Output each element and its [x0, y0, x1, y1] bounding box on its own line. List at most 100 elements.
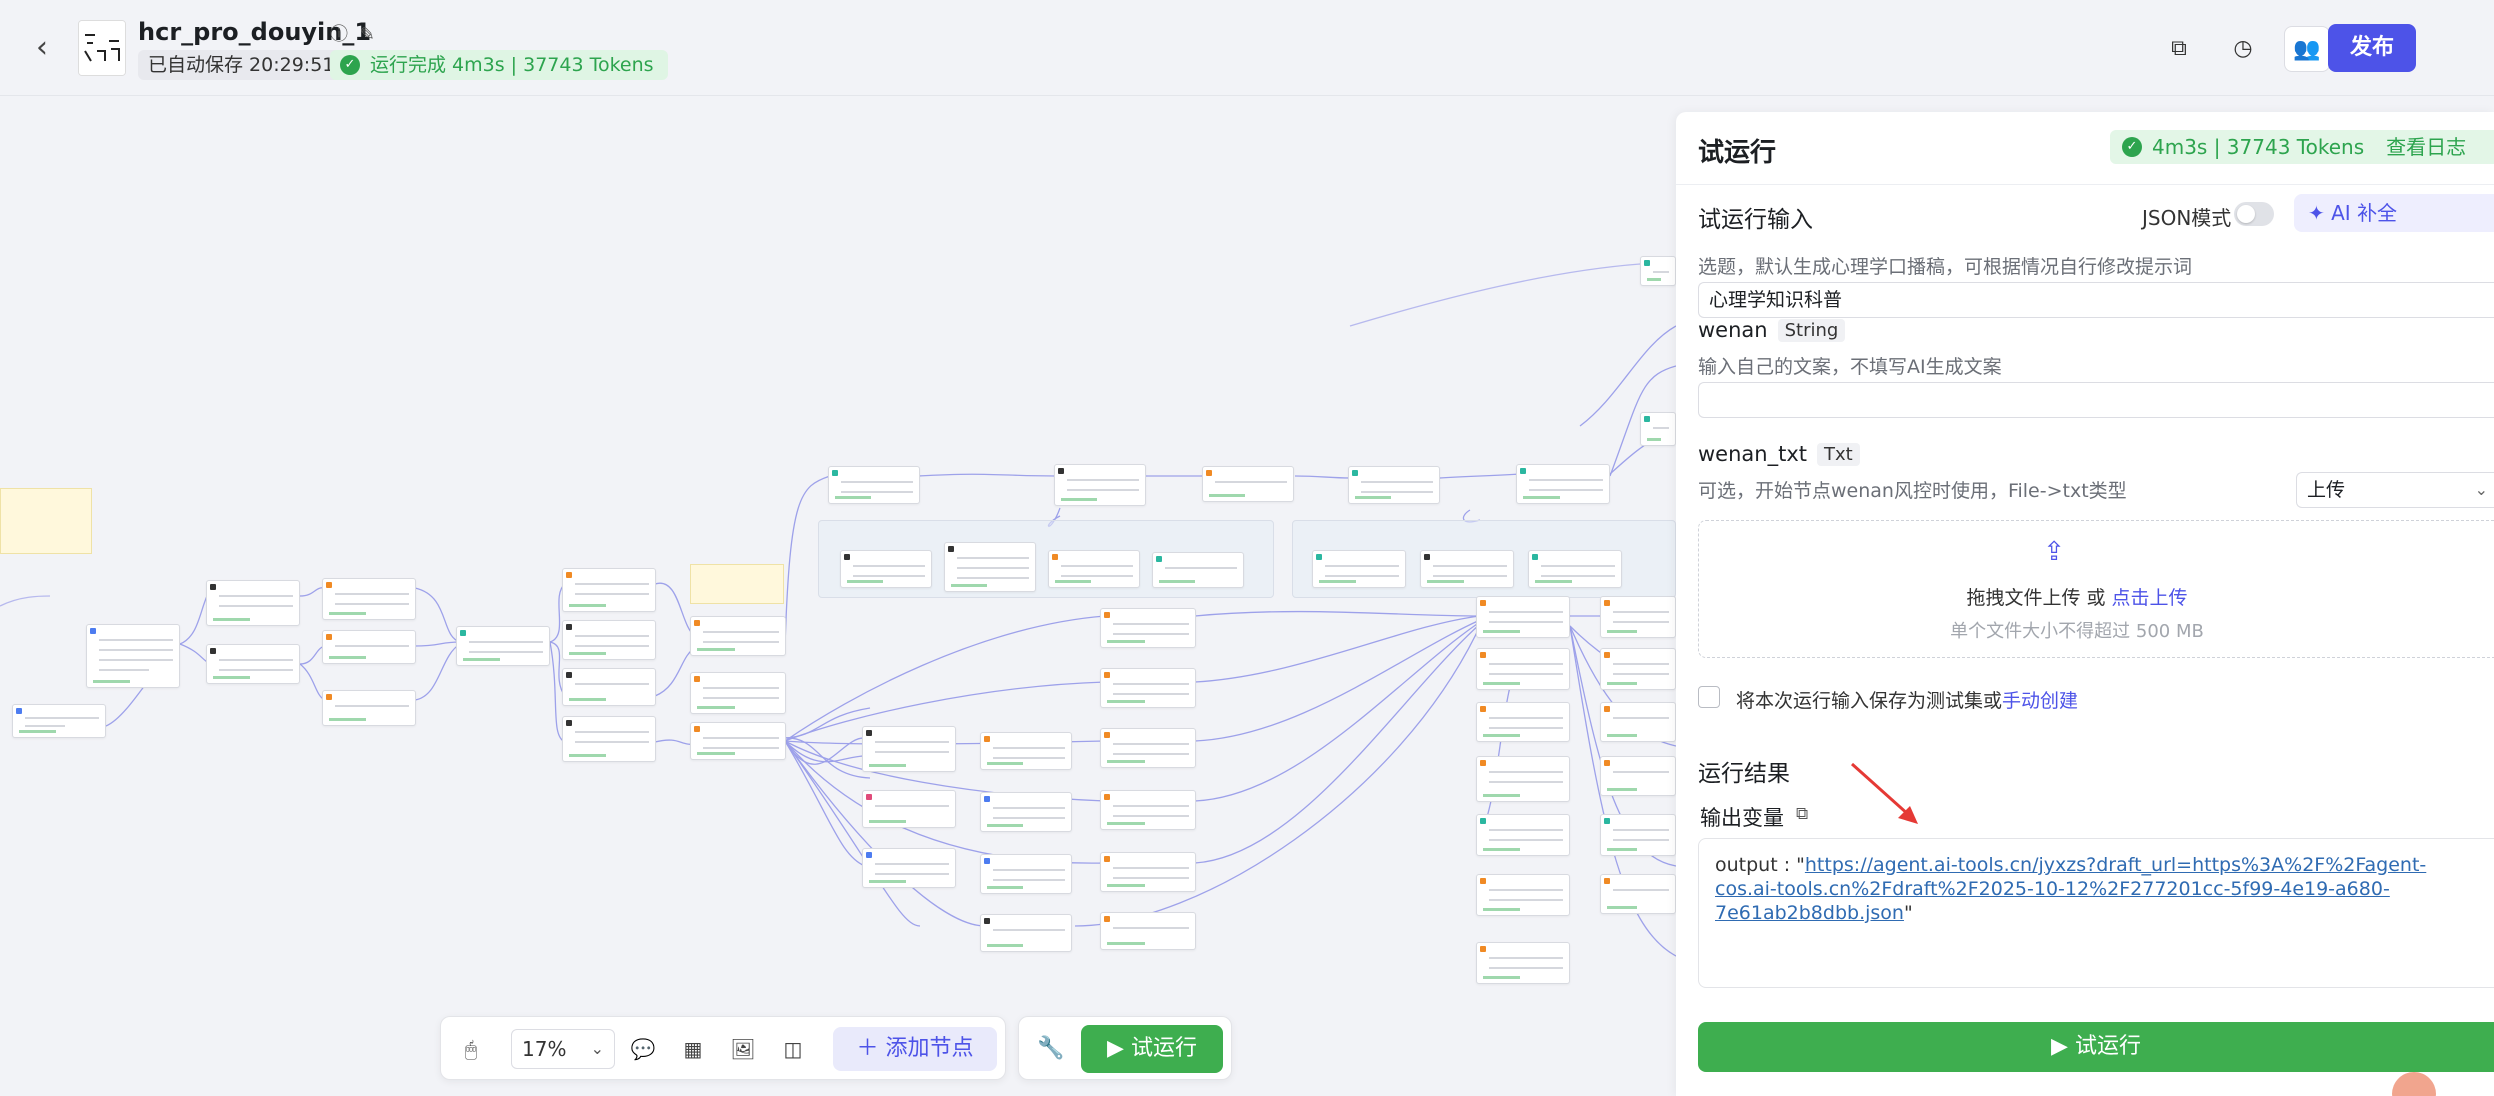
users-icon[interactable]: 👥	[2284, 26, 2330, 72]
workflow-node[interactable]	[690, 616, 786, 656]
workflow-node[interactable]	[1100, 790, 1196, 830]
json-mode-toggle[interactable]	[2234, 202, 2274, 226]
workflow-node[interactable]	[1048, 550, 1140, 588]
workflow-node[interactable]	[562, 568, 656, 612]
mouse-icon[interactable]: 🖱	[465, 1037, 477, 1061]
workflow-node[interactable]	[1476, 756, 1570, 802]
workflow-node[interactable]	[980, 914, 1072, 952]
workflow-node[interactable]	[322, 630, 416, 664]
add-node-label: 添加节点	[885, 1036, 974, 1061]
workflow-node[interactable]	[1100, 912, 1196, 950]
output-key: output : "	[1715, 854, 1805, 876]
wenan-input[interactable]	[1698, 382, 2494, 418]
output-url-link[interactable]: https://agent.ai-tools.cn/jyxzs?draft_ur…	[1715, 854, 2427, 924]
workflow-node[interactable]	[1100, 728, 1196, 768]
upload-mode-select[interactable]: 上传 ⌄	[2296, 472, 2494, 508]
workflow-node[interactable]	[1476, 648, 1570, 690]
check-circle-icon: ✓	[2122, 137, 2142, 157]
workflow-node[interactable]	[1600, 756, 1676, 796]
workflow-node[interactable]	[206, 580, 300, 626]
comment-icon[interactable]: 💬	[630, 1037, 656, 1061]
workflow-node[interactable]	[690, 722, 786, 760]
workflow-node[interactable]	[1476, 874, 1570, 916]
info-icon[interactable]: ⓘ	[330, 24, 348, 45]
workflow-node[interactable]	[1516, 464, 1610, 504]
workflow-node[interactable]	[1600, 874, 1676, 914]
workflow-node[interactable]	[862, 848, 956, 888]
workflow-node[interactable]	[86, 624, 180, 688]
file-upload-dropzone[interactable]: ⇪ 拖拽文件上传 或 点击上传 单个文件大小不得超过 500 MB	[1698, 520, 2494, 658]
workflow-node[interactable]	[828, 466, 920, 504]
workflow-node[interactable]	[980, 854, 1072, 894]
workflow-node[interactable]	[1100, 852, 1196, 892]
workflow-node[interactable]	[1528, 550, 1622, 588]
edit-icon[interactable]: ✎	[359, 24, 375, 45]
workflow-node[interactable]	[1420, 550, 1514, 588]
workflow-node[interactable]	[562, 716, 656, 762]
workflow-node[interactable]	[1600, 702, 1676, 742]
workflow-node[interactable]	[1476, 942, 1570, 984]
workflow-node[interactable]	[980, 732, 1072, 770]
minimap-icon[interactable]: ◫	[783, 1037, 803, 1061]
topic-input[interactable]: 心理学知识科普	[1698, 282, 2494, 318]
workflow-node[interactable]	[1100, 608, 1196, 648]
start-node[interactable]	[12, 704, 106, 738]
note-card[interactable]	[690, 564, 784, 604]
json-mode-label: JSON模式	[2142, 206, 2232, 230]
chevron-down-icon: ⌄	[590, 1039, 604, 1058]
add-node-button[interactable]: ＋ 添加节点	[833, 1027, 997, 1071]
view-log-link[interactable]: 查看日志	[2386, 135, 2467, 159]
workflow-node[interactable]	[690, 672, 786, 714]
ai-fill-button[interactable]: ✦ AI 补全	[2294, 194, 2494, 232]
workflow-node[interactable]	[1600, 814, 1676, 856]
workflow-node[interactable]	[562, 620, 656, 660]
workflow-node[interactable]	[840, 550, 932, 588]
copy-icon[interactable]: ⧉	[1796, 804, 1809, 824]
workflow-node[interactable]	[1476, 814, 1570, 856]
panel-run-button[interactable]: ▶ 试运行	[1698, 1022, 2494, 1072]
workflow-node[interactable]	[1312, 550, 1406, 588]
workflow-node[interactable]	[1100, 668, 1196, 708]
chevron-left-icon[interactable]: ‹	[36, 30, 48, 65]
wenan-txt-type-tag: Txt	[1816, 442, 1860, 466]
wrench-icon[interactable]: 🔧	[1037, 1036, 1065, 1061]
copy-icon[interactable]: ⧉	[2171, 36, 2187, 61]
workflow-node[interactable]	[1054, 464, 1146, 506]
canvas-run-label: 试运行	[1130, 1036, 1197, 1061]
manual-create-link[interactable]: 手动创建	[2002, 690, 2079, 712]
canvas-run-button[interactable]: ▶ 试运行	[1081, 1025, 1223, 1073]
publish-button[interactable]: 发布	[2328, 24, 2416, 72]
workflow-node[interactable]	[1600, 648, 1676, 690]
workflow-canvas[interactable]	[0, 96, 1676, 1096]
image-icon[interactable]: 🖼	[730, 1037, 756, 1061]
workflow-node[interactable]	[1476, 596, 1570, 638]
wenan-txt-variable: wenan_txt Txt	[1698, 442, 1860, 466]
workflow-node[interactable]	[944, 542, 1036, 592]
workflow-node[interactable]	[1202, 466, 1294, 502]
workflow-node[interactable]	[1640, 412, 1676, 446]
grid-icon[interactable]: ▦	[683, 1037, 703, 1061]
wenan-txt-hint: 可选，开始节点wenan风控时使用，File->txt类型	[1698, 480, 2127, 502]
note-card[interactable]	[0, 488, 92, 554]
workflow-node[interactable]	[562, 668, 656, 706]
workflow-node[interactable]	[862, 790, 956, 828]
save-testset-checkbox[interactable]	[1698, 686, 1720, 708]
wenan-variable: wenan String	[1698, 318, 1846, 342]
workflow-node[interactable]	[1640, 256, 1676, 286]
workflow-node[interactable]	[862, 726, 956, 772]
workflow-node[interactable]	[322, 578, 416, 620]
workflow-node[interactable]	[322, 690, 416, 726]
ai-fill-label: AI 补全	[2331, 201, 2398, 225]
workflow-avatar[interactable]	[78, 20, 126, 76]
workflow-node[interactable]	[206, 644, 300, 684]
workflow-node[interactable]	[1348, 466, 1440, 504]
workflow-node[interactable]	[1600, 596, 1676, 638]
history-icon[interactable]: ◷	[2233, 36, 2253, 61]
workflow-node[interactable]	[980, 792, 1072, 832]
workflow-node[interactable]	[456, 626, 550, 666]
topic-hint: 选题，默认生成心理学口播稿，可根据情况自行修改提示词	[1698, 256, 2193, 278]
zoom-select[interactable]: 17% ⌄	[511, 1029, 615, 1069]
workflow-node[interactable]	[1476, 702, 1570, 742]
click-upload-link[interactable]: 点击上传	[2111, 587, 2188, 609]
workflow-node[interactable]	[1152, 552, 1244, 588]
